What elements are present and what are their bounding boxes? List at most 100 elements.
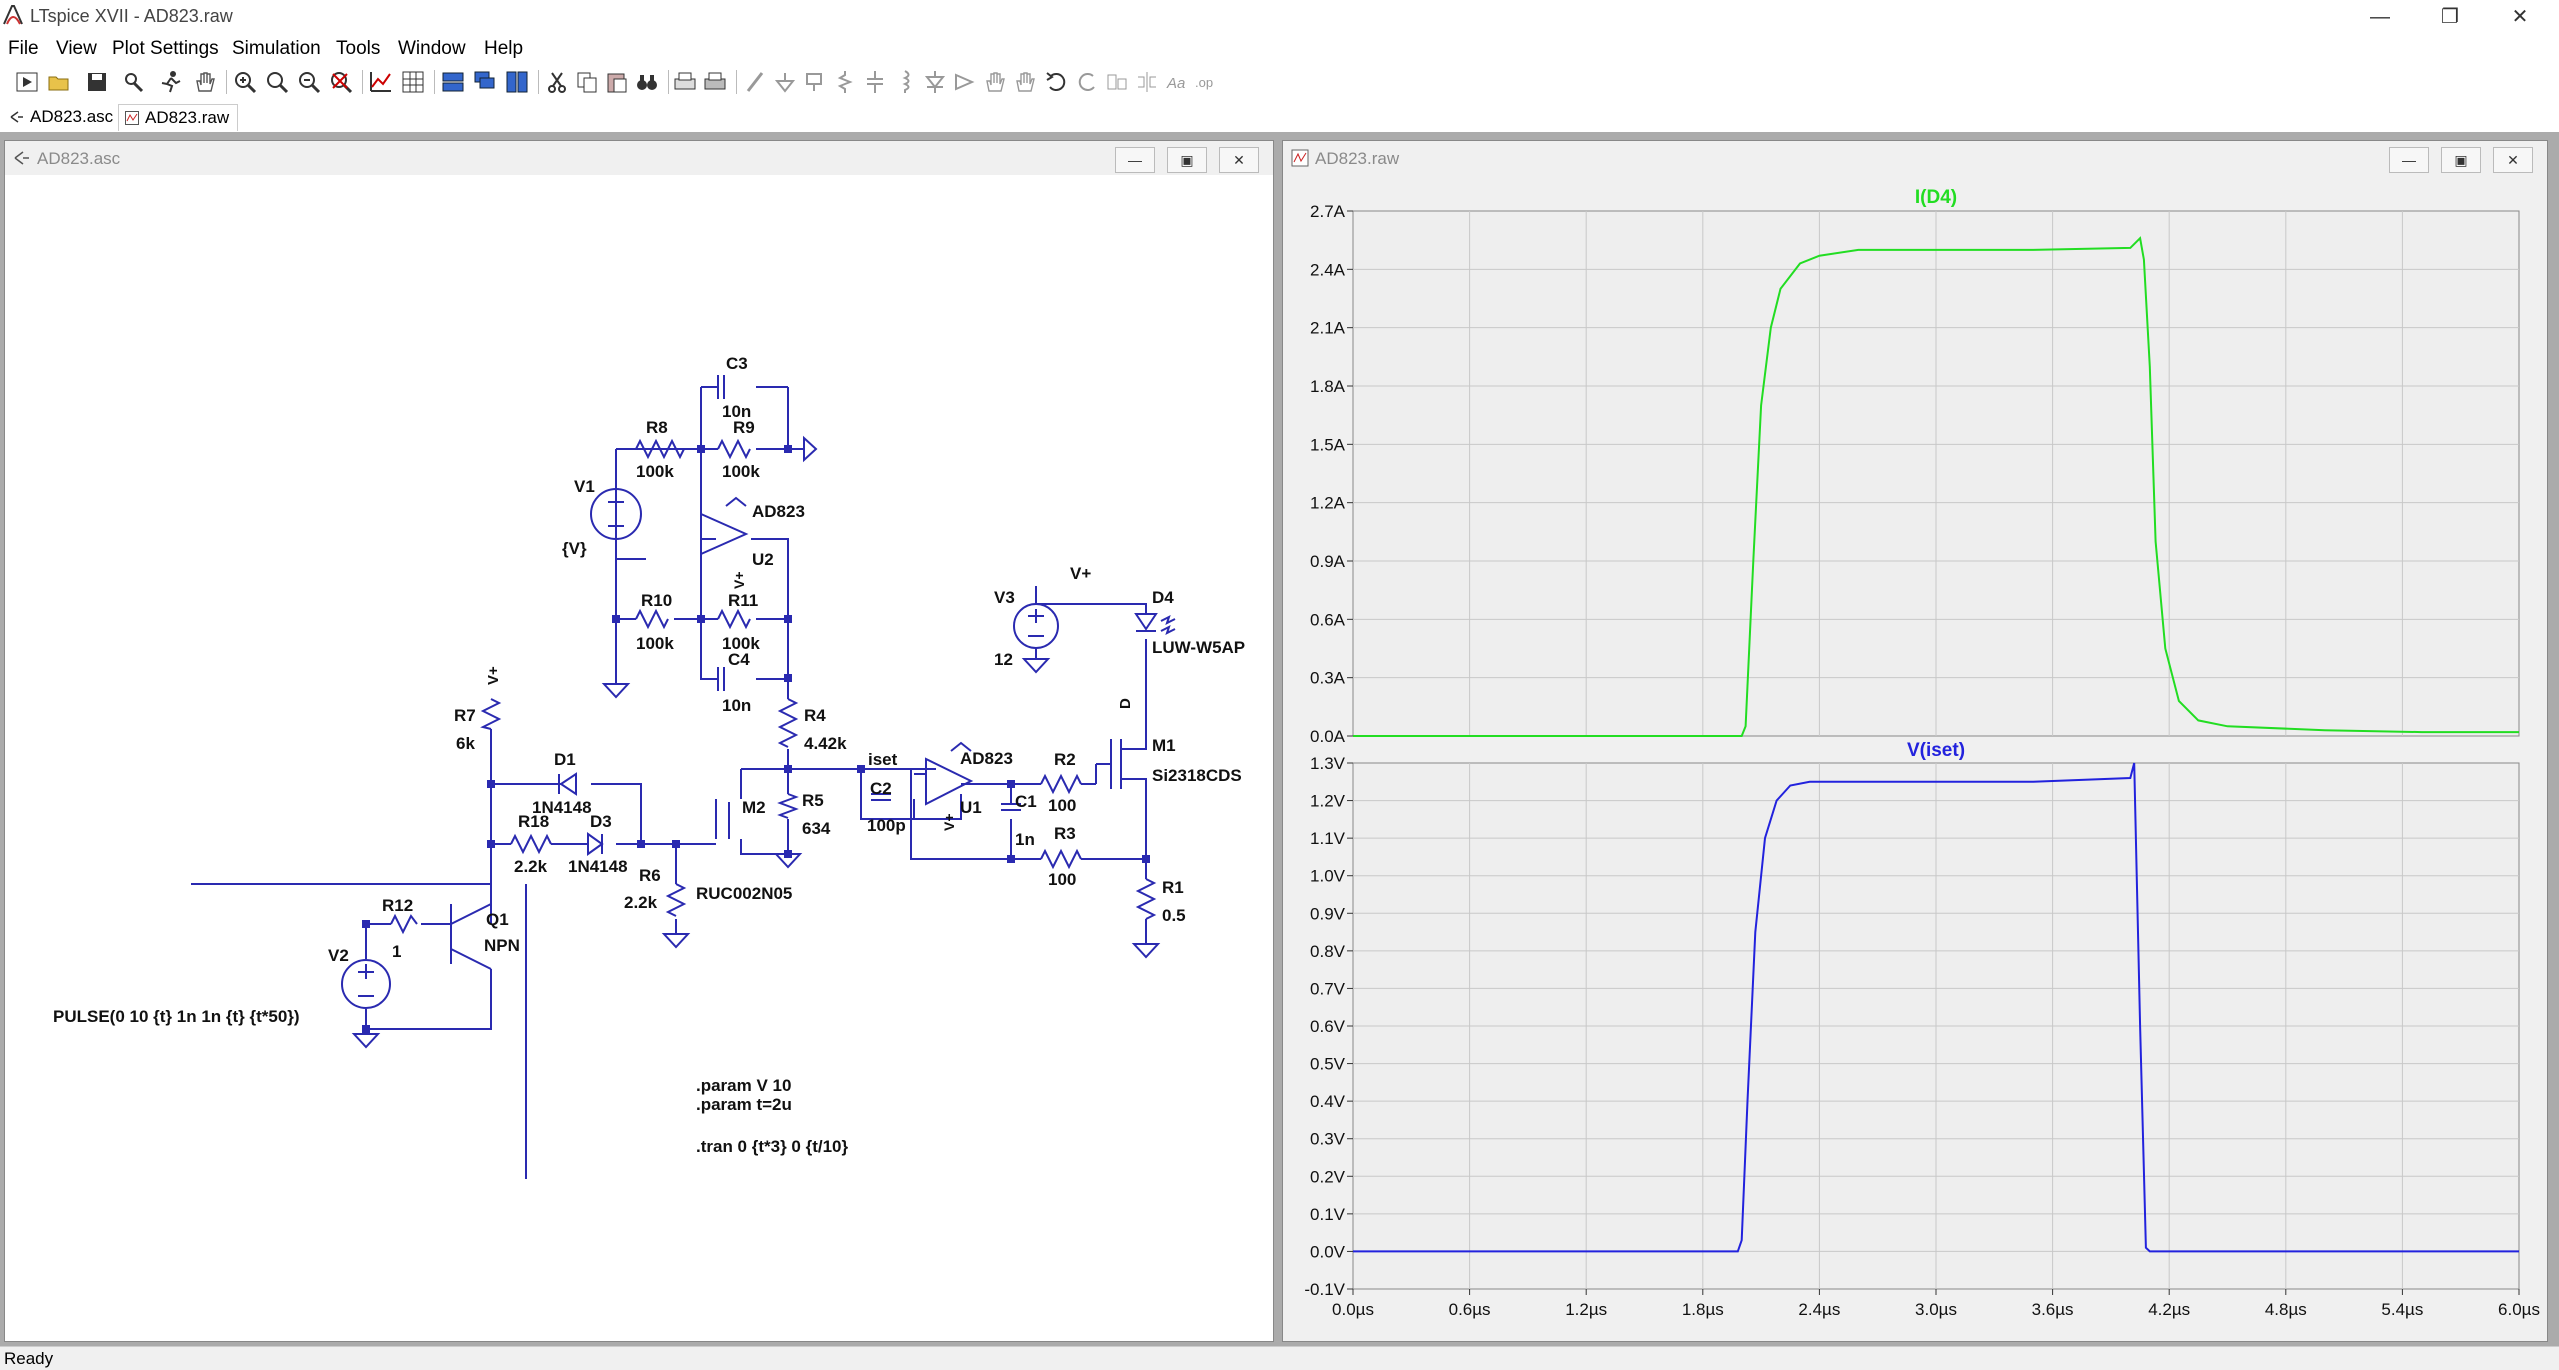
draw-wire-icon[interactable]: [742, 69, 768, 95]
minimize-icon[interactable]: —: [2389, 147, 2429, 173]
zoom-out-icon[interactable]: [296, 69, 322, 95]
capacitor-icon[interactable]: [862, 69, 888, 95]
label-c3-value: 10n: [722, 402, 751, 421]
text-icon[interactable]: Aa: [1164, 69, 1190, 95]
directive-tran[interactable]: .tran 0 {t*3} 0 {t/10}: [696, 1137, 849, 1156]
y-tick-label: 1.2A: [1310, 494, 1346, 513]
redo-icon[interactable]: [1074, 69, 1100, 95]
print-preview-icon[interactable]: [672, 69, 698, 95]
tile-horizontal-icon[interactable]: [440, 69, 466, 95]
y-tick-label: 1.1V: [1310, 829, 1346, 848]
trace-id4-line[interactable]: [1353, 236, 2519, 737]
diode-icon[interactable]: [922, 69, 948, 95]
autorange-icon[interactable]: [368, 69, 394, 95]
tab-schematic[interactable]: AD823.asc: [4, 104, 121, 130]
trace-label-viset[interactable]: V(iset): [1907, 740, 1965, 761]
restore-icon[interactable]: ❐: [2441, 6, 2459, 28]
y-tick-label: 0.7V: [1310, 979, 1346, 998]
plot-grid-icon[interactable]: [400, 69, 426, 95]
spice-directive-icon[interactable]: .op: [1194, 69, 1220, 95]
close-icon[interactable]: ✕: [1219, 147, 1259, 173]
minimize-icon[interactable]: —: [1115, 147, 1155, 173]
zoom-fit-icon[interactable]: [328, 69, 354, 95]
trace-viset-line[interactable]: [1353, 762, 2519, 1253]
tile-vertical-icon[interactable]: [504, 69, 530, 95]
menu-tools[interactable]: Tools: [336, 38, 381, 59]
zoom-in-icon[interactable]: [232, 69, 258, 95]
minimize-icon[interactable]: —: [2370, 6, 2390, 28]
x-tick-label: 3.0µs: [1915, 1300, 1957, 1319]
menu-simulation[interactable]: Simulation: [232, 38, 321, 59]
print-icon[interactable]: [702, 69, 728, 95]
close-icon[interactable]: ✕: [2493, 147, 2533, 173]
tab-waveform[interactable]: AD823.raw: [118, 104, 239, 131]
label-net-icon[interactable]: [802, 69, 828, 95]
undo-icon[interactable]: [1044, 69, 1070, 95]
menu-file[interactable]: File: [8, 38, 39, 59]
directive-param-v[interactable]: .param V 10: [696, 1076, 791, 1095]
cascade-icon[interactable]: [472, 69, 498, 95]
y-tick-label: 0.9A: [1310, 552, 1346, 571]
pan-hand-icon[interactable]: [192, 69, 218, 95]
menu-plot-settings[interactable]: Plot Settings: [112, 38, 219, 59]
rotate-icon[interactable]: [1104, 69, 1130, 95]
y-tick-label: 2.4A: [1310, 260, 1346, 279]
title-bar: LTspice XVII - AD823.raw — ❐ ✕: [0, 0, 2559, 34]
inductor-icon[interactable]: [892, 69, 918, 95]
label-m2-ref: M2: [742, 798, 766, 817]
y-tick-label: 0.3A: [1310, 669, 1346, 688]
run-icon[interactable]: [14, 69, 40, 95]
label-vplus-r7: V+: [485, 666, 502, 685]
directive-param-t[interactable]: .param t=2u: [696, 1095, 792, 1114]
ground-icon[interactable]: [772, 69, 798, 95]
label-r11-value: 100k: [722, 634, 760, 653]
label-d1-model: 1N4148: [532, 798, 592, 817]
run-man-icon[interactable]: [158, 69, 184, 95]
label-m1-drain-pin: D: [1117, 698, 1134, 709]
label-v3-value: 12: [994, 650, 1013, 669]
open-icon[interactable]: [46, 69, 72, 95]
resistor-icon[interactable]: [832, 69, 858, 95]
zoom-area-icon[interactable]: [264, 69, 290, 95]
close-icon[interactable]: ✕: [2511, 6, 2529, 28]
mirror-icon[interactable]: [1134, 69, 1160, 95]
tab-waveform-label: AD823.raw: [145, 108, 230, 127]
pane-voltage-grid: [1353, 763, 2519, 1289]
label-m1-model: Si2318CDS: [1152, 766, 1242, 785]
cut-icon[interactable]: [544, 69, 570, 95]
label-u2-model: AD823: [752, 502, 805, 521]
label-r6-ref: R6: [639, 866, 661, 885]
maximize-icon[interactable]: ▣: [1167, 147, 1207, 173]
component-icon[interactable]: [952, 69, 978, 95]
pane-current-yaxis: 2.7A2.4A2.1A1.8A1.5A1.2A0.9A0.6A0.3A0.0A: [1310, 202, 1353, 746]
menu-view[interactable]: View: [56, 38, 97, 59]
move-hand-icon[interactable]: [982, 69, 1008, 95]
x-tick-label: 2.4µs: [1798, 1300, 1840, 1319]
label-v1-ref: V1: [574, 477, 595, 496]
label-vplus-top: V+: [1070, 564, 1091, 583]
status-bar: Ready: [0, 1346, 2559, 1370]
paste-icon[interactable]: [604, 69, 630, 95]
capacitor-symbols: [717, 375, 1021, 811]
label-v3-ref: V3: [994, 588, 1015, 607]
x-tick-label: 0.6µs: [1449, 1300, 1491, 1319]
maximize-icon[interactable]: ▣: [2441, 147, 2481, 173]
status-text: Ready: [4, 1349, 54, 1368]
tab-schematic-label: AD823.asc: [30, 107, 114, 126]
schematic-canvas[interactable]: C3 10n R8 100k R9 100k V1 {V} AD823 U2 R…: [9, 187, 1267, 1335]
menu-window[interactable]: Window: [398, 38, 466, 59]
y-tick-label: 0.6A: [1310, 610, 1346, 629]
control-panel-icon[interactable]: [122, 69, 148, 95]
label-r5-ref: R5: [802, 791, 824, 810]
trace-label-id4[interactable]: I(D4): [1915, 187, 1957, 208]
find-icon[interactable]: [634, 69, 660, 95]
save-icon[interactable]: [84, 69, 110, 95]
label-r3-value: 100: [1048, 870, 1076, 889]
drag-hand-icon[interactable]: [1012, 69, 1038, 95]
y-tick-label: 1.5A: [1310, 435, 1346, 454]
copy-icon[interactable]: [574, 69, 600, 95]
menu-help[interactable]: Help: [484, 38, 524, 59]
plot-canvas[interactable]: 2.7A2.4A2.1A1.8A1.5A1.2A0.9A0.6A0.3A0.0A…: [1283, 175, 2545, 1339]
